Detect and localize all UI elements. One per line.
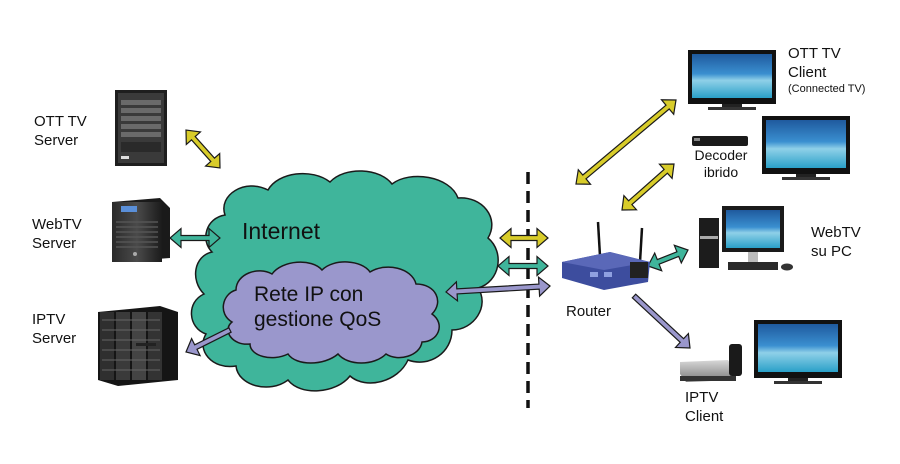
webtv-server-label-line1: WebTV [32,216,82,233]
decoder-label-line1: Decoder [694,147,748,163]
internet-label: Internet [242,218,320,244]
qos-network-label-line2: gestione QoS [254,308,382,331]
decoder-label: Decoder ibrido [692,147,750,181]
iptv-server-label: IPTV Server [32,310,76,348]
iptv-client-label-line1: IPTV [685,389,719,406]
webtv-server-icon [112,198,170,262]
ott-tv-server-label-line1: OTT TV [34,113,87,130]
iptv-client-label: IPTV Client [685,388,723,426]
webtv-pc-icon [699,206,793,271]
ott-tv-server-icon [115,90,167,166]
iptv-client-label-line2: Client [685,408,724,425]
ott-tv-server-label: OTT TV Server [34,112,87,150]
arrow-router-ott-client [575,99,677,185]
ott-client-label-line1: OTT TV [788,45,841,62]
arrow-router-webtv-pc [647,244,689,272]
arrow-router-iptv-client [631,293,691,349]
arrow-iptv-server-qos [185,326,232,357]
decoder-label-line2: ibrido [703,164,739,180]
ott-tv-server-label-line2: Server [34,132,79,149]
router-label: Router [566,303,612,320]
arrow-webtv-server-internet [169,227,221,249]
iptv-set-top-box-icon [680,344,742,382]
iptv-client-tv-icon [754,320,842,384]
webtv-server-label: WebTV Server [32,215,82,253]
iptv-server-label-line1: IPTV [32,311,66,328]
decoder-box-icon [692,136,748,146]
qos-network-label: Rete IP con gestione QoS [254,282,381,332]
webtv-pc-label: WebTV su PC [811,223,861,261]
ott-client-label: OTT TV Client (Connected TV) [788,44,865,96]
webtv-server-label-line2: Server [32,235,77,252]
webtv-pc-label-line1: WebTV [811,224,861,241]
arrow-internet-router-webtv [497,255,549,277]
arrow-internet-router-ott [499,227,549,249]
router-icon [562,221,650,290]
iptv-server-icon [98,306,178,386]
decoder-tv-icon [762,116,850,180]
qos-ip-network-cloud [222,261,440,364]
arrow-router-decoder [621,163,675,211]
ott-client-label-note: (Connected TV) [788,83,866,95]
ott-client-label-line2: Client [788,64,827,81]
qos-network-label-line1: Rete IP con [254,283,364,306]
iptv-server-label-line2: Server [32,330,77,347]
ott-client-tv-icon [688,50,776,110]
arrow-ott-server-internet [185,129,221,169]
webtv-pc-label-line2: su PC [811,243,852,260]
arrow-qos-router-iptv [445,275,551,303]
